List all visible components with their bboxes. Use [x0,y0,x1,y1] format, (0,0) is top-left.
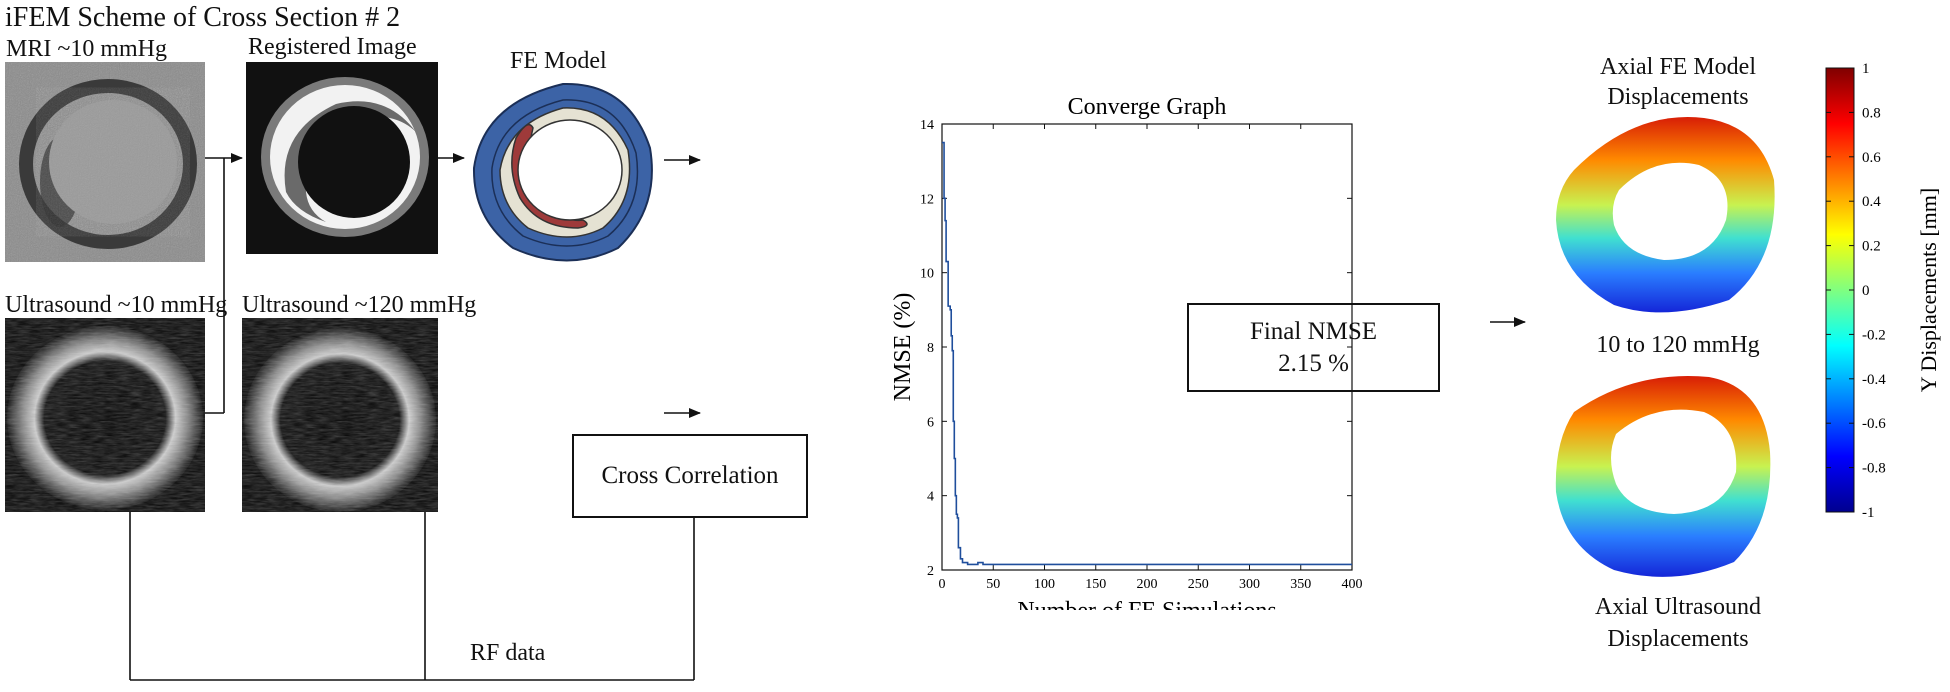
rf-data-label: RF data [470,640,546,666]
axial-fe-label-line2: Displacements [1607,84,1749,110]
colorbar-tick-label-8: -0.6 [1862,416,1886,432]
ultrasound-10-label: Ultrasound ~10 mmHg [5,292,228,318]
fe-model-label: FE Model [510,48,607,74]
cross-correlation-box: Cross Correlation [572,434,808,518]
plot-frame [941,123,1353,571]
colorbar: 1 0.8 0.6 0.4 0.2 0 -0.2 -0.4 -0.6 -0.8 -1 Y Displa… [1825,61,1941,521]
mri-image [5,62,205,262]
axial-us-label-line2: Displacements [1607,626,1749,652]
x-tick-label-5: 250 [1188,577,1209,592]
y-tick-label-3: 8 [927,341,934,356]
colorbar-tick-label-4: 0.2 [1862,239,1881,255]
y-tick-label-2: 6 [927,415,934,430]
y-tick-label-5: 12 [920,192,934,207]
x-tick-label-1: 50 [986,577,1000,592]
y-tick-label-6: 14 [920,118,934,133]
diagram-title: iFEM Scheme of Cross Section # 2 [5,2,401,33]
x-tick-label-4: 200 [1137,577,1158,592]
convergence-chart: Converge Graph 0 50 100 150 200 250 300 350 400 2 4… [890,94,1363,610]
colorbar-label: Y Displacements [mm] [1916,188,1941,392]
x-tick-label-8: 400 [1342,577,1363,592]
axial-fe-label-line1: Axial FE Model [1600,54,1756,80]
x-tick-label-2: 100 [1034,577,1055,592]
colorbar-tick-label-5: 0 [1862,283,1870,299]
chart-title: Converge Graph [1068,94,1227,120]
ultrasound-120-image [242,318,438,512]
y-tick-label-1: 4 [927,490,934,505]
pressure-range-label: 10 to 120 mmHg [1596,332,1760,358]
colorbar-tick-label-3: 0.4 [1862,194,1881,210]
us-displacement-map [1555,376,1771,577]
colorbar-tick-label-9: -0.8 [1862,461,1886,477]
mri-label: MRI ~10 mmHg [6,36,167,62]
colorbar-tick-label-2: 0.6 [1862,150,1881,166]
fe-displacement-map [1556,117,1775,313]
colorbar-tick-label-1: 0.8 [1862,105,1881,121]
axial-us-label-line1: Axial Ultrasound [1595,594,1761,620]
registered-image-label: Registered Image [248,34,417,60]
x-tick-label-6: 300 [1239,577,1260,592]
colorbar-tick-label-7: -0.4 [1862,372,1886,388]
final-nmse-title: Final NMSE [1249,317,1378,345]
x-tick-label-7: 350 [1290,577,1311,592]
y-axis-label: NMSE (%) [890,293,916,402]
ultrasound-10-image [5,318,205,512]
x-tick-label-3: 150 [1085,577,1106,592]
colorbar-tick-label-0: 1 [1862,61,1870,77]
fe-model-image [472,82,653,262]
series-line-0 [942,141,1352,566]
ultrasound-120-label: Ultrasound ~120 mmHg [242,292,477,318]
registered-image [246,62,438,254]
y-tick-label-4: 10 [920,267,934,282]
y-tick-label-0: 2 [927,564,934,579]
final-nmse-value: 2.15 % [1278,349,1349,377]
x-axis-label: Number of FE Simulations [1017,598,1276,610]
colorbar-tick-label-10: -1 [1862,505,1875,521]
x-tick-label-0: 0 [939,577,946,592]
final-nmse-box: Final NMSE 2.15 % [1187,303,1440,392]
colorbar-tick-label-6: -0.2 [1862,327,1886,343]
